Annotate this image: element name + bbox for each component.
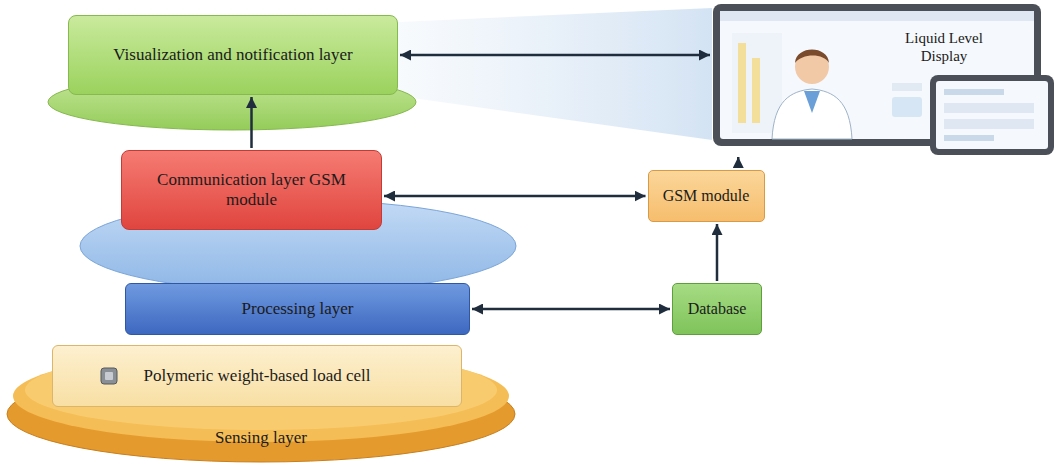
node-label: Liquid Level Display xyxy=(894,29,994,65)
module-box: GSM module xyxy=(648,170,765,222)
connector-arrow xyxy=(384,195,646,198)
connector-arrow xyxy=(400,54,710,57)
node-label: GSM module xyxy=(653,186,760,205)
connector-arrow xyxy=(472,308,670,311)
base-layer: Sensing layer Polymeric weight-based load… xyxy=(5,330,517,464)
layer-box: Communication layer GSM module xyxy=(121,150,382,230)
display-screen: Liquid Level Display xyxy=(712,3,1056,155)
connector-arrow xyxy=(250,97,253,148)
node-label: Processing layer xyxy=(232,299,364,319)
connector-arrow xyxy=(737,157,740,168)
layer-box: Processing layer xyxy=(125,283,470,335)
view-beam xyxy=(398,8,712,140)
node-shape xyxy=(712,3,1056,155)
node-label: Database xyxy=(678,299,757,318)
sensor-box: Polymeric weight-based load cell xyxy=(52,345,462,407)
node-label: Communication layer GSM module xyxy=(122,170,381,211)
node-label: Sensing layer xyxy=(5,428,517,448)
connector-arrow xyxy=(716,224,719,281)
node-label: Visualization and notification layer xyxy=(103,45,362,65)
node-label: Polymeric weight-based load cell xyxy=(133,366,380,386)
database-box: Database xyxy=(672,283,762,335)
layer-box: Visualization and notification layer xyxy=(68,15,398,95)
